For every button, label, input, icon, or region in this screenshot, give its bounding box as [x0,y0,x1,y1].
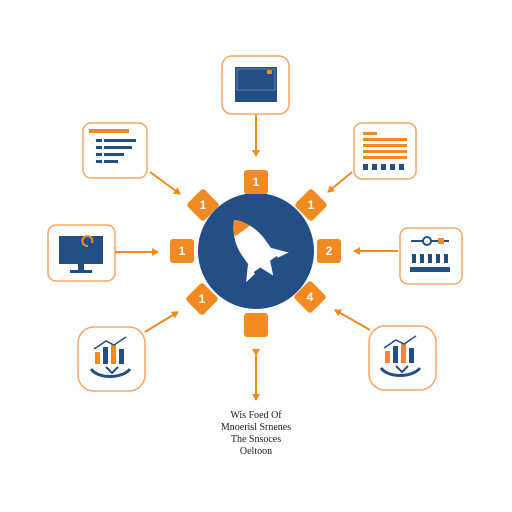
document-list-icon [89,129,136,163]
card-bottom-right [368,325,437,391]
caption-line: The Snsoces [230,434,282,445]
badge-left: 1 [170,239,194,263]
badge-label: 1 [200,198,207,212]
badge-bottom [244,313,268,337]
card-right [399,227,463,285]
caption-line: Mnoerisl Srnenes [220,422,292,433]
badge-label: 1 [179,244,186,258]
growth-chart-icon [89,336,132,378]
rocket-icon [233,219,289,283]
badge-bottom-left: 1 [186,283,218,315]
growth-chart-icon [379,335,422,377]
badge-bottom-right: 4 [294,281,326,313]
arrow-top-right [327,171,353,193]
control-panel-icon [410,236,450,272]
arrow-bottom-right [334,309,371,331]
badge-top-left: 1 [187,189,219,221]
card-bottom-left [77,326,146,392]
badge-right: 2 [317,239,341,263]
badge-label: 1 [253,175,260,189]
badge-label: 1 [308,198,315,212]
badge-top-right: 1 [295,189,327,221]
connector-arrows [112,115,398,401]
hub [198,193,314,309]
desktop-icon [59,235,103,273]
caption-line: Wis Foed Of [230,410,282,421]
badge-label: 2 [326,244,333,258]
badge-label: 4 [307,290,314,304]
arrow-bottom-left [144,311,179,333]
badges: 1 1 2 4 1 1 1 [170,170,341,337]
caption: Wis Foed Of Mnoerisl Srnenes The Snsoces… [150,410,362,458]
card-left [47,224,116,282]
arrow-top-left [149,171,181,195]
card-top-left [82,122,148,179]
monitor-icon [235,67,277,102]
caption-line: Oeltoon [239,446,273,457]
card-top [221,55,290,115]
bar-chart-icon [363,132,407,170]
card-top-right [353,122,417,180]
badge-label: 1 [199,292,206,306]
badge-top: 1 [244,170,268,194]
